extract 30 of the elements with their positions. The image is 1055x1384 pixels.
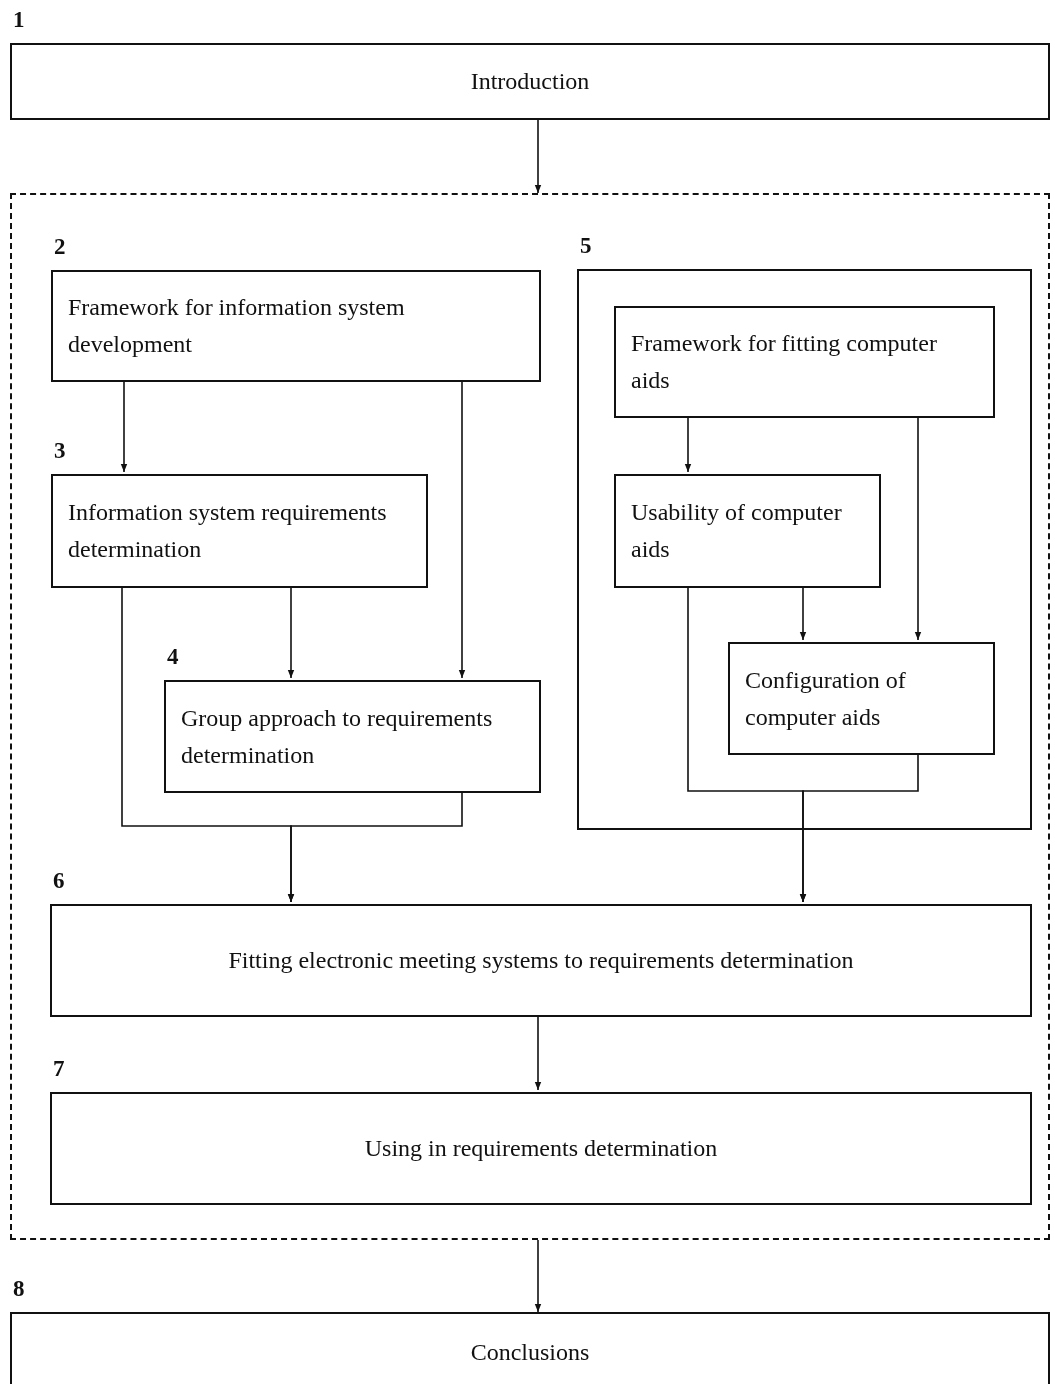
box-label: Information system requirements determination [67,498,388,564]
box-label: Conclusions [469,1337,591,1367]
section-number: 2 [54,234,66,260]
arrow [287,585,295,679]
arrow [458,379,466,679]
section-number: 7 [53,1056,65,1082]
arrow [534,119,542,194]
section-number: 6 [53,868,65,894]
section-number: 8 [13,1276,25,1302]
section-number: 1 [13,7,25,33]
arrow [534,1014,542,1091]
section-number: 4 [167,644,179,670]
arrow [287,790,463,903]
dashed-group-frame [10,193,1050,1240]
box-label: Fitting electronic meeting systems to requirements determination [227,946,855,975]
section-number: 5 [580,233,592,259]
box-label: Introduction [469,67,591,96]
box-label: Framework for fitting computer aids [630,329,938,395]
box-label: Framework for information system development [67,293,406,359]
arrow [684,415,692,473]
arrow [799,752,919,903]
arrow [120,379,128,473]
box-label: Group approach to requirements determination [180,703,494,770]
arrow [799,585,807,641]
arrow [534,1239,542,1313]
arrow [914,415,922,641]
box-label: Usability of computer aids [630,498,843,564]
section-number: 3 [54,438,66,464]
box-label: Using in requirements determination [363,1134,719,1163]
box-label: Configuration of computer aids [744,665,907,732]
